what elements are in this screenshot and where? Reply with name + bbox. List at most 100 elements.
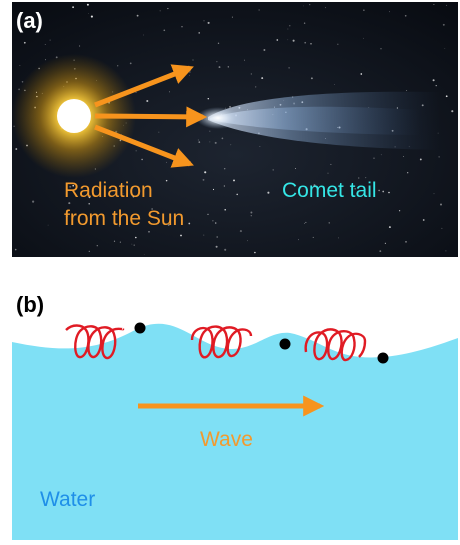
star [165,179,168,182]
star [136,14,139,17]
star [143,254,145,255]
radiation-arrow-up [94,64,194,108]
star [362,37,364,39]
star [433,3,435,6]
star [373,157,375,159]
star [117,65,119,67]
star [325,7,326,9]
star [382,190,385,193]
star [250,215,252,217]
star [207,213,209,216]
star [259,146,261,147]
star [358,177,360,179]
star [202,178,205,181]
star [122,193,124,194]
star [402,156,404,157]
star [204,171,207,174]
comet-tail-label: Comet tail [282,179,377,202]
star [380,154,382,156]
star [197,139,199,141]
star [289,25,291,27]
star [276,39,279,41]
star [304,222,306,224]
star [250,73,252,75]
star [180,234,182,237]
star [217,42,220,44]
star [388,191,390,194]
star [309,4,311,6]
star [45,59,46,61]
star [96,245,98,247]
star [88,250,90,253]
star [132,195,135,198]
star [255,86,257,88]
star [254,251,256,254]
star [337,237,339,239]
star [223,185,225,187]
star [218,66,221,69]
star [216,61,218,63]
star [365,177,367,179]
star [337,43,339,45]
star [310,77,313,80]
star [88,196,91,199]
star [163,29,166,32]
star [212,220,214,222]
star [23,41,26,44]
star [305,221,307,223]
star [405,241,407,243]
star [223,167,226,170]
star [167,224,170,226]
star [72,6,74,9]
radiation-label-line2: from the Sun [64,207,185,230]
star [90,15,93,18]
star [19,65,21,66]
star [207,21,210,24]
star [272,169,274,171]
star [398,210,401,212]
star [159,10,161,12]
particle-orbits [65,324,367,362]
star [233,179,235,182]
star [422,219,425,221]
star [133,244,135,246]
star [312,236,314,238]
star [298,239,299,241]
star [151,208,153,210]
star [330,163,332,165]
star [250,211,253,214]
star [158,131,160,133]
star [360,73,363,75]
star [261,77,264,80]
star [189,74,190,76]
star [442,23,445,26]
radiation-label-line1: Radiation [64,179,153,202]
star [167,8,169,10]
star [146,99,149,103]
star [214,222,217,224]
star [212,188,215,191]
star [310,42,312,45]
water-particle-1 [134,322,146,334]
star [32,200,35,203]
star [79,45,81,47]
wave-label: Wave [200,428,253,451]
orbit-spiral-3 [304,328,367,362]
star [148,231,150,233]
star [407,172,409,174]
star [445,95,448,98]
radiation-arrow-down [94,124,194,168]
water-particle-3 [377,352,389,364]
star [313,184,316,187]
star [86,3,89,6]
panel-b-label: (b) [16,292,45,317]
star [72,184,74,187]
radiation-arrow-middle [94,106,208,128]
star [189,71,191,73]
water-label: Water [40,488,96,511]
star [295,167,296,169]
star [435,84,437,87]
star [118,225,121,227]
star [406,90,408,91]
